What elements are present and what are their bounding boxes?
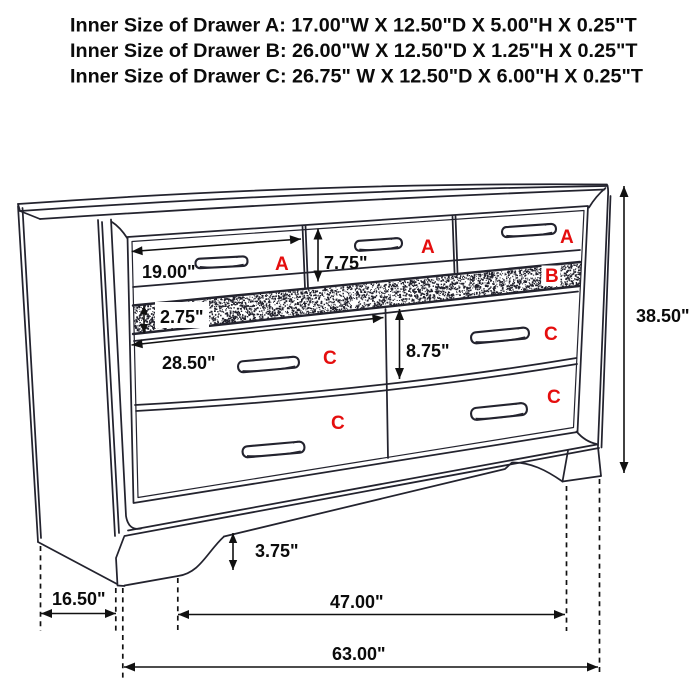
svg-text:63.00": 63.00" [332, 644, 386, 664]
svg-text:28.50": 28.50" [162, 353, 216, 373]
svg-text:A: A [560, 227, 574, 248]
svg-text:8.75": 8.75" [406, 341, 450, 361]
svg-text:Inner Size of Drawer A: 17.00": Inner Size of Drawer A: 17.00"W X 12.50"… [70, 15, 637, 37]
svg-text:Inner Size of Drawer C: 26.75": Inner Size of Drawer C: 26.75" W X 12.50… [70, 66, 643, 88]
svg-text:7.75": 7.75" [324, 253, 368, 273]
svg-text:Inner Size of Drawer B: 26.00": Inner Size of Drawer B: 26.00"W X 12.50"… [70, 40, 637, 62]
svg-text:B: B [545, 266, 559, 287]
svg-text:C: C [323, 348, 337, 369]
svg-text:19.00": 19.00" [142, 262, 196, 282]
svg-text:38.50": 38.50" [636, 306, 690, 326]
svg-text:C: C [547, 387, 561, 408]
svg-text:3.75": 3.75" [255, 541, 299, 561]
svg-text:2.75": 2.75" [160, 307, 204, 327]
svg-text:A: A [275, 254, 289, 275]
svg-text:16.50": 16.50" [52, 589, 106, 609]
svg-text:C: C [544, 324, 558, 345]
svg-text:C: C [331, 413, 345, 434]
svg-text:A: A [421, 237, 435, 258]
svg-text:47.00": 47.00" [330, 592, 384, 612]
